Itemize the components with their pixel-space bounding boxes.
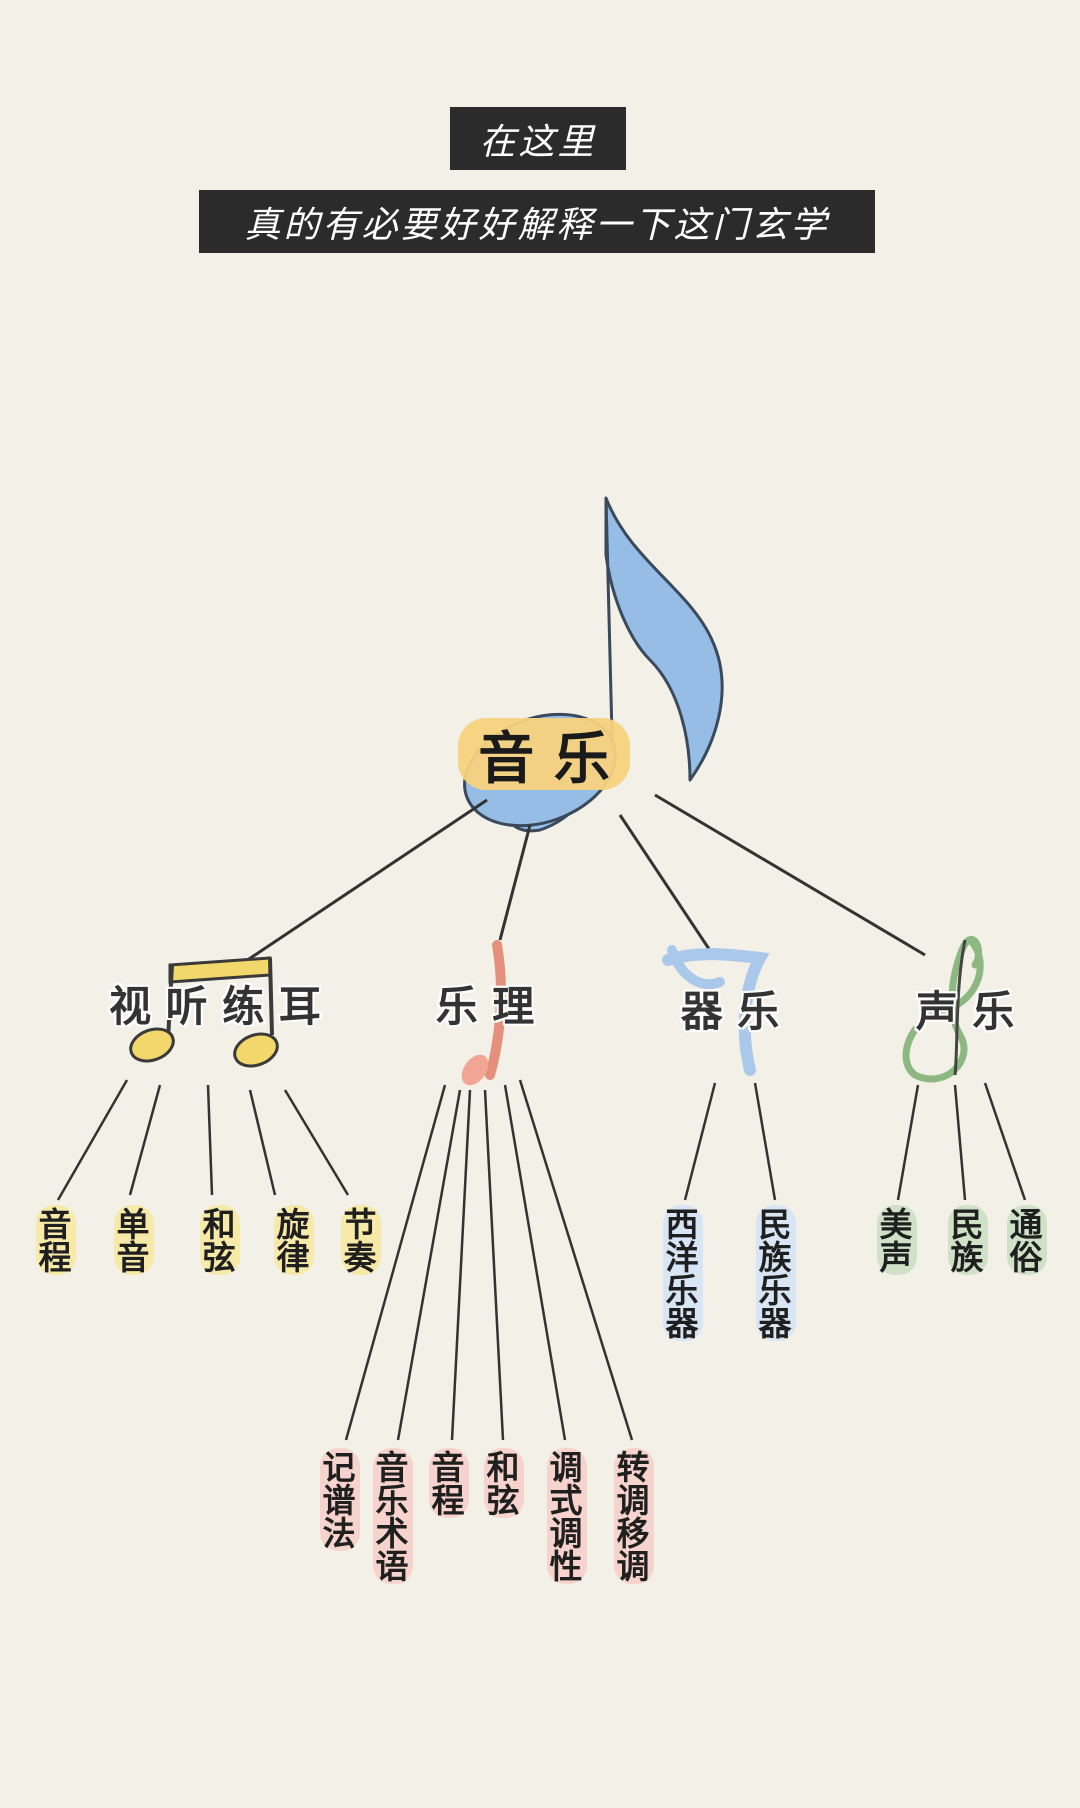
leaf-theory-chord: 和弦 <box>481 1448 524 1518</box>
header-line-1: 在这里 <box>450 107 626 170</box>
leaf-ear-single-tone: 单音 <box>111 1205 154 1275</box>
eighth-note-icon <box>662 945 770 1076</box>
leaf-ear-melody: 旋律 <box>271 1205 314 1275</box>
leaf-theory-terms: 音乐术语 <box>370 1448 413 1584</box>
leaf-vocal-bel-canto: 美声 <box>874 1205 917 1275</box>
leaf-theory-interval: 音程 <box>426 1448 469 1518</box>
edge-root-vocal <box>654 793 926 957</box>
leaf-vocal-folk: 民族 <box>945 1205 988 1275</box>
leaf-theory-mode-key: 调式调性 <box>544 1448 587 1584</box>
beamed-note-icon <box>129 956 279 1068</box>
leaf-ear-rhythm: 节奏 <box>338 1205 381 1275</box>
root-highlight <box>458 718 630 790</box>
root-label: 音 乐 <box>478 726 610 792</box>
leaf-theory-modulation: 转调移调 <box>611 1448 654 1584</box>
edge-root-theory <box>498 824 532 941</box>
leaf-ear-chord: 和弦 <box>197 1205 240 1275</box>
leaf-vocal-pop: 通俗 <box>1004 1205 1047 1275</box>
treble-clef-icon <box>902 935 984 1083</box>
branch-label-theory: 乐 理 <box>435 981 535 1031</box>
leaf-instrument-western: 西洋乐器 <box>660 1205 703 1341</box>
edges-theory <box>344 1079 634 1441</box>
edges-vocal <box>896 1082 1027 1201</box>
branch-label-instrument: 器 乐 <box>680 986 780 1036</box>
branch-label-vocal: 声 乐 <box>915 986 1015 1036</box>
header-line-2: 真的有必要好好解释一下这门玄学 <box>199 190 875 253</box>
edges-ear <box>56 1079 350 1201</box>
leaf-instrument-folk: 民族乐器 <box>753 1205 796 1341</box>
quarter-note-icon <box>461 940 506 1086</box>
branch-label-ear: 视 听 练 耳 <box>109 981 321 1031</box>
leaf-ear-interval: 音程 <box>33 1205 76 1275</box>
leaf-theory-notation: 记谱法 <box>317 1448 360 1551</box>
edge-root-ear <box>239 798 488 967</box>
edges-instrument <box>683 1082 777 1201</box>
edge-root-instrument <box>618 814 717 959</box>
